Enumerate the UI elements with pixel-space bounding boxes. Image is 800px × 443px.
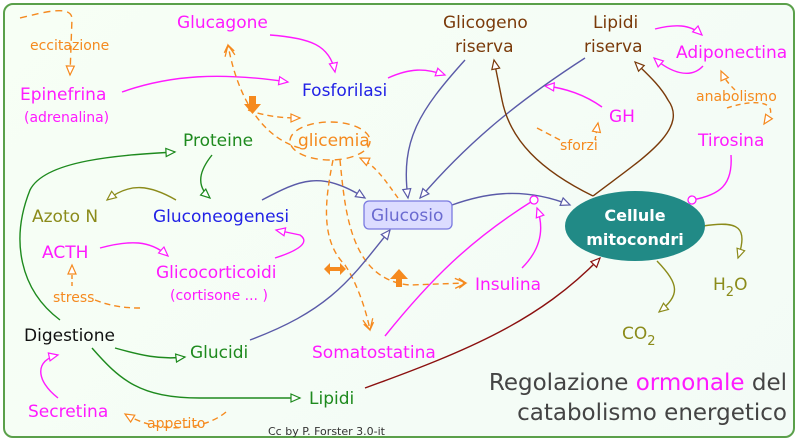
glucosio-box <box>363 200 453 230</box>
title-part-ormonale: ormonale <box>636 370 745 396</box>
label-glucagone: Glucagone <box>177 13 268 33</box>
label-h2o: H2O <box>713 275 747 300</box>
label-co2: CO2 <box>622 324 656 349</box>
edge-epinefrina-fosforilasi <box>121 75 290 93</box>
co2-co: CO <box>622 324 647 344</box>
edge-tirosina-cellule <box>687 154 732 205</box>
down-arrow-icon <box>244 96 261 114</box>
edge-eccitazione-epinefrina <box>19 9 76 77</box>
edge-glucosio-cellule <box>451 192 572 207</box>
edge-sforzi-gh-arrow <box>591 121 602 141</box>
edge-glucidi-glucosio <box>249 228 391 341</box>
edge-secretina-digestione <box>40 352 60 399</box>
label-fosforilasi: Fosforilasi <box>302 81 387 101</box>
glicemia-ellipse <box>289 121 371 161</box>
edge-cellule-glicogeno <box>491 58 594 197</box>
credit-text: Cc by P. Forster 3.0-it <box>268 425 386 438</box>
label-stress: stress <box>53 290 94 306</box>
label-lipidi-riserva: riserva <box>584 37 643 57</box>
label-lipidi-top: Lipidi <box>593 13 638 33</box>
label-glucosio: Glucosio <box>371 206 443 226</box>
edge-glucagone-fosforilasi <box>269 34 339 74</box>
edge-anabolismo-tirosina <box>726 101 774 126</box>
edge-gluconeogenesi-azoto <box>105 186 177 201</box>
edge-acth-glicocorticoidi <box>99 242 170 257</box>
label-insulina: Insulina <box>475 275 541 295</box>
edge-digestione-lipidi <box>91 347 302 403</box>
up-arrow-icon <box>390 269 408 287</box>
label-proteine: Proteine <box>183 131 253 151</box>
edge-cellule-lipidi <box>592 60 675 197</box>
edge-proteine-gluconeogenesi <box>199 154 213 199</box>
label-appetito: appetito <box>147 416 205 432</box>
label-somatostatina: Somatostatina <box>312 343 436 363</box>
edge-anabolismo-adiponectina <box>720 69 736 91</box>
label-lipidi-bottom: Lipidi <box>309 389 354 409</box>
edge-digestione-proteine <box>19 147 177 321</box>
edge-glicemia-insulina <box>339 159 468 289</box>
label-glicogeno-riserva: riserva <box>455 37 514 57</box>
edge-lipidi-glucosio <box>419 57 586 200</box>
edge-insulina-glucosio-cellule <box>521 206 545 269</box>
diagram-title-line1: Regolazione ormonale del <box>489 370 787 396</box>
label-sforzi: sforzi <box>560 138 598 154</box>
label-epinefrina: Epinefrina <box>20 85 106 105</box>
double-arrow-icon <box>324 263 346 275</box>
edge-glicogeno-glucosio <box>401 59 466 200</box>
label-gluconeogenesi: Gluconeogenesi <box>153 207 289 227</box>
label-azoto: Azoto N <box>32 207 98 227</box>
edge-cellule-h2o <box>702 223 746 260</box>
label-mitocondri: mitocondri <box>586 230 684 249</box>
edge-adiponectina-lipidi <box>652 57 704 75</box>
edge-fosforilasi-glicogeno <box>387 67 447 79</box>
co2-subscript: 2 <box>647 334 655 349</box>
h2o-o: O <box>734 275 747 295</box>
edge-glicemia-somatostatina <box>325 159 375 332</box>
label-glicogeno: Glicogeno <box>443 13 528 33</box>
label-glucidi: Glucidi <box>190 343 248 363</box>
label-gh: GH <box>609 107 635 127</box>
edge-glucosio-glicemia <box>358 157 399 199</box>
edge-somatostatina-glucosio-cellule <box>384 195 539 337</box>
h2o-h: H <box>713 275 726 295</box>
label-acth: ACTH <box>42 243 88 263</box>
title-part-a: Regolazione <box>489 370 636 396</box>
label-secretina: Secretina <box>28 402 108 422</box>
diagram-title-line2: catabolismo energetico <box>517 400 787 426</box>
label-eccitazione: eccitazione <box>30 38 109 54</box>
label-anabolismo: anabolismo <box>696 89 777 105</box>
label-adrenalina: (adrenalina) <box>24 110 109 126</box>
edge-sforzi-gh <box>536 127 561 141</box>
cellule-ellipse <box>565 191 705 261</box>
edge-digestione-glucidi <box>114 347 187 364</box>
edge-glicemia-glucagone <box>223 43 301 149</box>
title-part-c: del <box>745 370 787 396</box>
edge-cellule-co2 <box>656 260 676 313</box>
edge-stress-tail <box>94 299 141 309</box>
edge-gluconeogenesi-glucosio <box>261 180 367 201</box>
label-glicocorticoidi: Glicocorticoidi <box>156 263 276 283</box>
edge-lipidi-adiponectina <box>654 24 704 36</box>
h2o-subscript: 2 <box>726 285 734 300</box>
label-adiponectina: Adiponectina <box>676 43 787 63</box>
edge-lipidi-cellule <box>364 256 602 389</box>
label-tirosina: Tirosina <box>697 131 764 151</box>
label-cellule: Cellule <box>604 206 665 225</box>
label-glicemia: glicemia <box>298 131 370 151</box>
edge-appetito-secretina <box>123 411 227 429</box>
label-digestione: Digestione <box>24 326 115 346</box>
edge-glicocorticoidi-gluconeogenesi <box>274 227 305 259</box>
edge-gh-glucosio <box>543 82 603 108</box>
label-cortisone: (cortisone ... ) <box>170 288 268 304</box>
